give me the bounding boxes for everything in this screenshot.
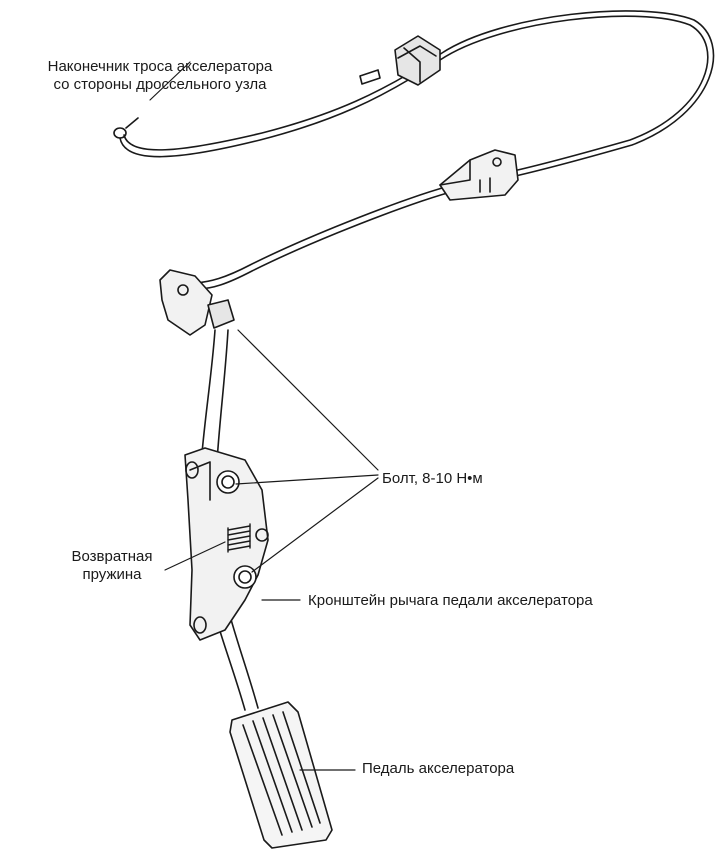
- bolt-label: Болт, 8-10 Н•м: [382, 470, 483, 487]
- accelerator-cable: [113, 10, 715, 290]
- cable-end-label-line2: со стороны дроссельного узла: [53, 76, 267, 93]
- leader-lines: [149, 61, 379, 771]
- cable-grommet: [394, 35, 441, 86]
- pedal-label: Педаль акселератора: [362, 760, 515, 777]
- bracket-label: Кронштейн рычага педали акселератора: [308, 592, 593, 609]
- spring-label-line1: Возвратная: [71, 548, 153, 565]
- upper-hinge-plate: [159, 269, 235, 336]
- cable-end-label-line1: Наконечник троса акселератора: [47, 58, 273, 75]
- return-spring: [227, 523, 251, 553]
- cable-bracket: [439, 149, 519, 201]
- spring-label: Возвратная пружина: [52, 548, 172, 584]
- pedal-pad: [229, 701, 333, 849]
- cable-end-label: Наконечник троса акселератора со стороны…: [10, 58, 310, 94]
- spring-label-line2: пружина: [82, 566, 142, 583]
- pedal-lever-bracket: [184, 447, 269, 641]
